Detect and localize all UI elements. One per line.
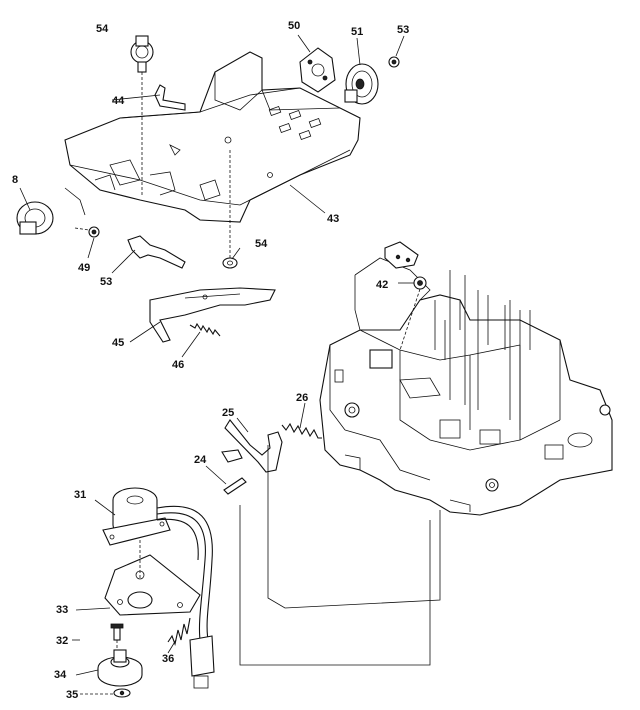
part-number-49: 49 bbox=[78, 262, 90, 274]
spring-36 bbox=[167, 617, 191, 646]
lower-chassis bbox=[319, 257, 613, 516]
gear-47 bbox=[130, 35, 154, 73]
screw-35 bbox=[113, 688, 131, 698]
gear-50 bbox=[299, 47, 336, 93]
gear-34 bbox=[97, 649, 143, 687]
part-number-52: 53 bbox=[397, 24, 409, 36]
motor-31 bbox=[102, 487, 171, 546]
part-number-36: 36 bbox=[162, 653, 174, 665]
part-number-32: 32 bbox=[56, 635, 68, 647]
gear-51 bbox=[344, 63, 379, 105]
part-number-46: 46 bbox=[172, 359, 184, 371]
lever-45 bbox=[149, 287, 276, 343]
screw-42 bbox=[413, 276, 427, 290]
part-number-51: 51 bbox=[351, 26, 363, 38]
upper-frame-43 bbox=[64, 51, 361, 223]
spring-46 bbox=[189, 322, 221, 337]
washer-54 bbox=[222, 257, 238, 269]
part-number-24: 24 bbox=[194, 454, 207, 466]
part-number-45: 45 bbox=[112, 337, 124, 349]
part-number-26: 26 bbox=[296, 392, 308, 404]
part-number-labels: 54 50 51 53 44 8 43 54 49 51 53 42 45 46… bbox=[12, 20, 409, 701]
screw-32 bbox=[110, 623, 124, 641]
part-number-8: 8 bbox=[12, 174, 18, 186]
gear-8 bbox=[16, 201, 54, 235]
part-number-43: 43 bbox=[327, 213, 339, 225]
part-number-50: 50 bbox=[288, 20, 300, 32]
cable-harness bbox=[156, 505, 215, 689]
part-number-33: 33 bbox=[56, 604, 68, 616]
part-number-31: 31 bbox=[74, 489, 86, 501]
bracket-42-plate bbox=[384, 241, 419, 269]
motor-plate-33 bbox=[104, 554, 201, 616]
part-number-25: 25 bbox=[222, 407, 234, 419]
part-number-54: 54 bbox=[255, 238, 268, 250]
spring-26 bbox=[281, 422, 322, 439]
lever-25 bbox=[221, 419, 283, 473]
spring-49 bbox=[88, 226, 100, 238]
screw-52 bbox=[388, 56, 400, 68]
part-number-42: 42 bbox=[376, 279, 388, 291]
lever-53 bbox=[127, 235, 186, 269]
arm-44 bbox=[154, 84, 186, 111]
part-number-53-text: 53 bbox=[100, 276, 112, 288]
part-number-35: 35 bbox=[66, 689, 78, 701]
label-leaders bbox=[19, 34, 414, 695]
part-number-44: 44 bbox=[112, 95, 125, 107]
part-number-47: 54 bbox=[96, 23, 109, 35]
pin-24 bbox=[223, 477, 247, 495]
part-number-34: 34 bbox=[54, 669, 67, 681]
